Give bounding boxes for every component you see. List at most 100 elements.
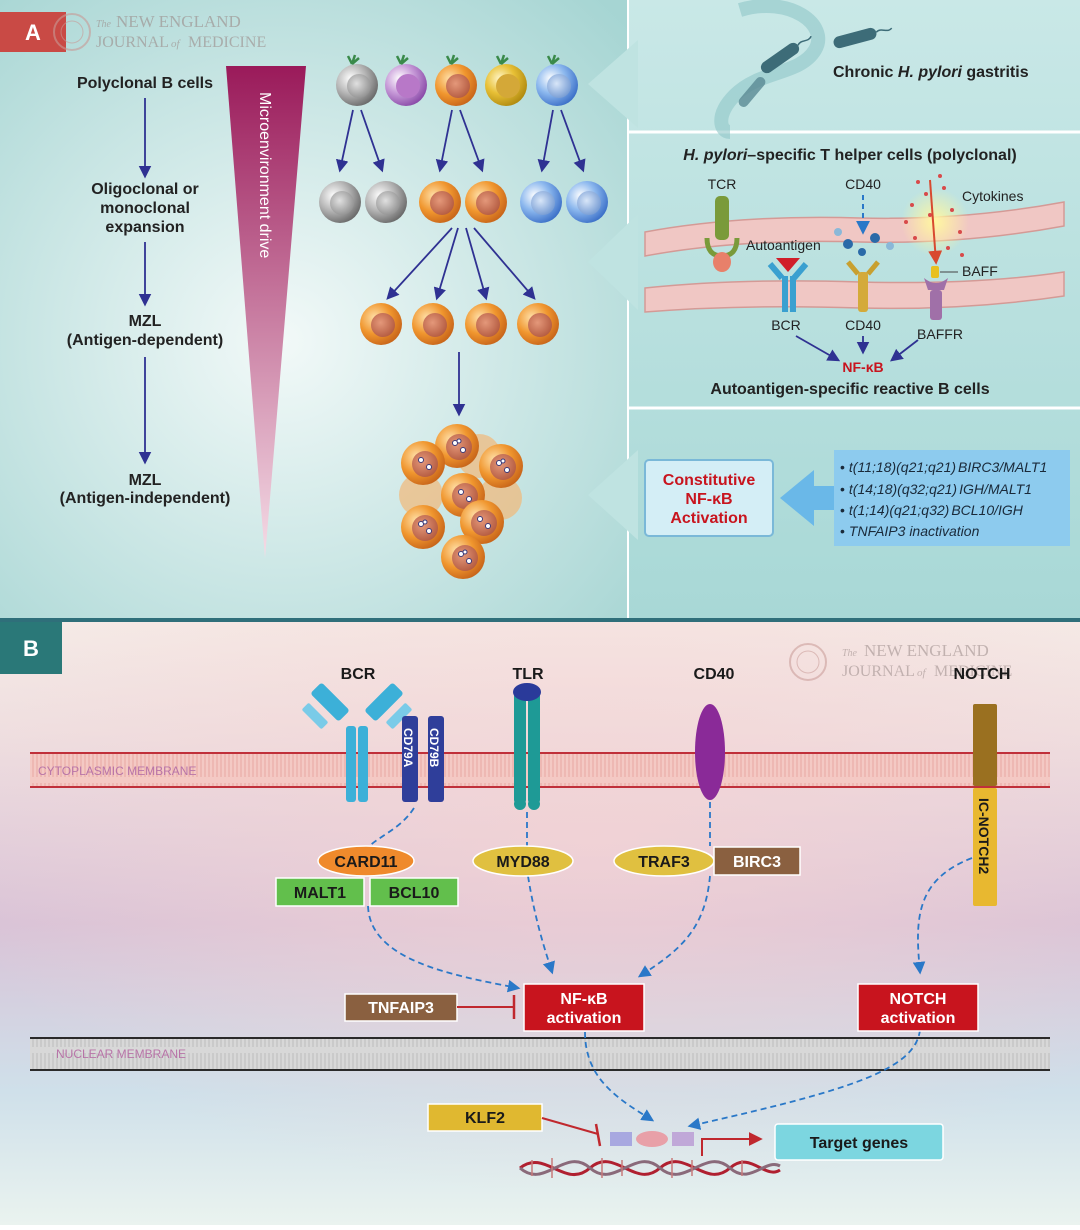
nfkb-activation-line1: NF-κB [560,991,607,1008]
bcr-receptor [302,683,412,802]
journal-b-of: of [917,667,928,679]
cytokines-label: Cytokines [962,188,1023,204]
dna-helix [519,1131,781,1178]
callout-wedge-2 [588,214,638,310]
promoter-box-left [610,1132,632,1146]
constitutive-line3: Activation [670,510,747,527]
cd40-bottom-label: CD40 [845,317,881,333]
malt1-node [275,877,365,907]
b-cells-title: Autoantigen-specific reactive B cells [710,381,989,398]
gastritis-label: Chronic H. pylori gastritis [833,64,1029,81]
triangle-label: Microenvironment drive [256,92,273,258]
target-genes-box [774,1123,944,1161]
tcr-receptor [704,196,740,272]
card11-node [317,845,415,877]
tcr-label: TCR [708,176,737,192]
b-cell-gray [336,54,378,106]
myd88-to-nfkb [527,875,555,975]
cd40-top-label: CD40 [845,176,881,192]
translocation-3: •t(1;14)(q21;q32)BCL10/IGH [840,502,1024,518]
cd40-receptor-a [846,260,880,312]
microenvironment-triangle [226,66,306,558]
nuclear-membrane-label: NUCLEAR MEMBRANE [56,1047,186,1061]
tnfaip3-label: TNFAIP3 [368,1000,434,1017]
stage-oligoclonal-2: monoclonal [100,200,190,217]
cd40-receptor [695,704,725,800]
cells-mzl-dependent [360,303,559,345]
baffr-receptor [924,278,948,320]
b-cell-membrane [644,271,1065,313]
promoter-box-right [672,1132,694,1146]
nfkb-label-a: NF-κB [842,359,883,375]
cytokine-arrow [928,179,943,265]
tlr-heading: TLR [512,666,544,683]
notch-receptor: IC-NOTCH2 [973,704,997,906]
journal-b-line2a: JOURNAL [842,663,915,680]
constitutive-line1: Constitutive [663,472,756,489]
card11-label: CARD11 [334,854,397,871]
b-cell-purple [385,54,427,106]
bcl10-label: BCL10 [389,885,440,902]
panel-a-label: A [25,20,41,45]
autoantigen-label: Autoantigen [746,237,821,253]
bcr-receptor-a [767,262,809,312]
journal-line1: NEW ENGLAND [116,12,241,31]
nfkb-activation-line2: activation [547,1010,622,1027]
constitutive-arrow [780,470,838,526]
nfkb-to-target [584,1031,655,1122]
notch-activation-node [857,983,979,1032]
cytokine-glow [901,188,969,256]
traf3-to-nfkb [637,875,711,978]
klf2-label: KLF2 [465,1110,505,1127]
stage-mzl-2: MZL [129,472,162,489]
b-cell-yellow [485,54,527,106]
klf2-node [427,1103,543,1132]
cytokine-dots [904,174,964,257]
bcl10-node [369,877,459,907]
constitutive-box [644,459,774,537]
panel-b-label: B [23,636,39,661]
journal-logo: The NEW ENGLAND JOURNAL of MEDICINE [53,12,266,51]
myd88-node [472,845,574,877]
bcr-label-a: BCR [771,317,801,333]
journal-logo-b: The NEW ENGLAND JOURNAL of MEDICINE [789,641,1012,681]
baffr-label: BAFFR [917,326,963,342]
notch-heading: NOTCH [954,666,1011,683]
card11-to-nfkb [367,905,521,993]
tlr-receptor [513,683,541,810]
panel-divider [0,618,1080,622]
transcription-factor [636,1131,668,1147]
journal-line2b: MEDICINE [188,34,266,51]
cd79b-label: CD79B [427,728,441,768]
cd40-heading: CD40 [694,666,735,683]
traf3-label: TRAF3 [638,854,690,871]
cells-mzl-independent [399,424,523,579]
stage-oligoclonal-1: Oligoclonal or [91,181,199,198]
journal-the: The [96,19,112,30]
panel-b: B The NEW ENGLAND JOURNAL of MEDICINE BC… [0,622,1080,1225]
cells-polyclonal [336,54,578,106]
transcription-arrow [701,1132,763,1156]
cd79a-chain: CD79A [401,716,418,802]
notch-to-target [687,1029,921,1130]
gastritis-illustration [714,0,893,139]
stage-polyclonal: Polyclonal B cells [77,75,213,92]
constitutive-line2: NF-κB [685,491,732,508]
cells-expansion [319,181,608,223]
malt1-label: MALT1 [294,885,346,902]
stage-mzl-1-sub: (Antigen-dependent) [67,332,223,349]
journal-of: of [171,38,182,50]
autoantigen-triangle [776,258,800,272]
birc3-label: BIRC3 [733,854,781,871]
stage-mzl-2-sub: (Antigen-independent) [60,490,231,507]
t-helper-title: H. pylori–specific T helper cells (polyc… [683,147,1016,164]
journal-line2a: JOURNAL [96,34,169,51]
callout-wedge-1 [588,40,638,128]
cd40-ligands [834,228,894,256]
bcr-to-card11 [367,807,415,849]
target-genes-label: Target genes [810,1135,909,1152]
cd79a-label: CD79A [401,728,415,768]
nuclear-membrane [30,1037,1050,1071]
